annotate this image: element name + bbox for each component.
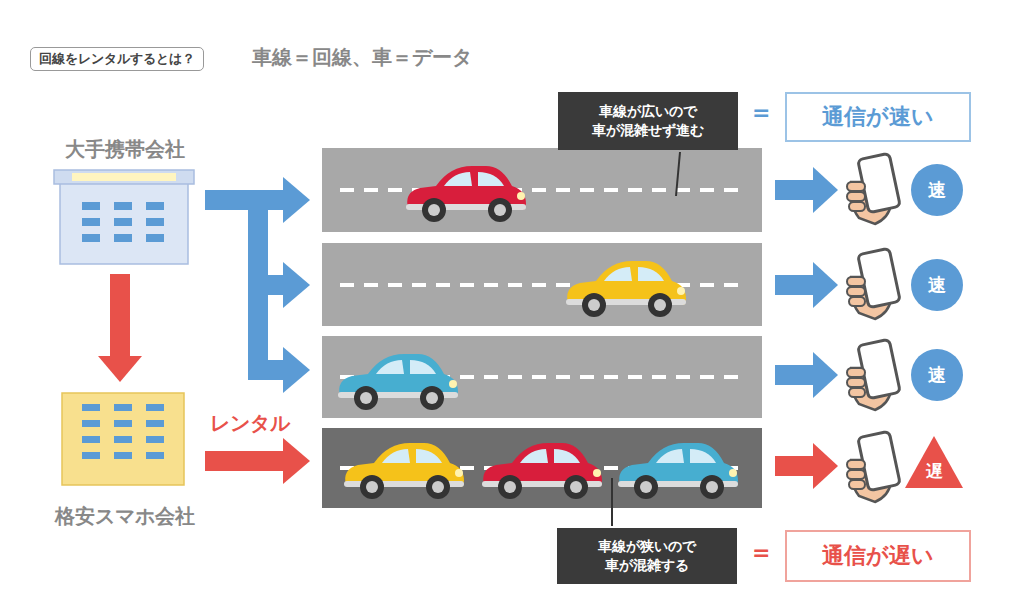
callout-box: 車線が狭いので 車が混雑する xyxy=(557,528,737,584)
smartphones xyxy=(847,153,900,502)
title-badge: 回線をレンタルするとは？ xyxy=(30,47,204,71)
output-arrows xyxy=(775,167,838,489)
slow-badge: 遅 xyxy=(903,434,965,490)
node-text: 車線が広いので 車が混雑せず進む xyxy=(573,102,723,140)
node-text: 速 xyxy=(928,363,946,387)
roads xyxy=(322,148,762,508)
speed-badge: 速 xyxy=(911,164,963,216)
down-arrow xyxy=(98,274,142,382)
speed-badge: 速 xyxy=(911,259,963,311)
node-text: 格安スマホ会社 xyxy=(55,503,195,530)
rental-arrow xyxy=(205,438,310,484)
speed-badge: 速 xyxy=(911,349,963,401)
node-text: 通信が遅い xyxy=(822,541,934,571)
callout-box: 車線が広いので 車が混雑せず進む xyxy=(558,92,738,150)
cars xyxy=(338,166,738,499)
rental-label: レンタル xyxy=(210,410,290,437)
company-node: 大手携帯会社 xyxy=(45,136,205,268)
node-text: 大手携帯会社 xyxy=(65,136,185,163)
node-text: 速 xyxy=(928,273,946,297)
equals-sign: = xyxy=(752,100,770,125)
company-node: 格安スマホ会社 xyxy=(45,388,205,530)
node-text: 遅 xyxy=(926,460,943,483)
mvno-building xyxy=(62,393,184,485)
subtitle-note: 車線＝回線、車＝データ xyxy=(252,44,472,71)
equals-sign: = xyxy=(752,540,770,565)
branch-arrows xyxy=(205,177,310,393)
node-text: 車線が狭いので 車が混雑する xyxy=(572,537,722,575)
node-text: 速 xyxy=(928,178,946,202)
leader-lines xyxy=(612,152,680,526)
carrier-building xyxy=(54,170,194,264)
result-box: 通信が遅い xyxy=(785,530,971,582)
result-box: 通信が速い xyxy=(785,92,971,142)
node-text: 通信が速い xyxy=(822,102,934,132)
